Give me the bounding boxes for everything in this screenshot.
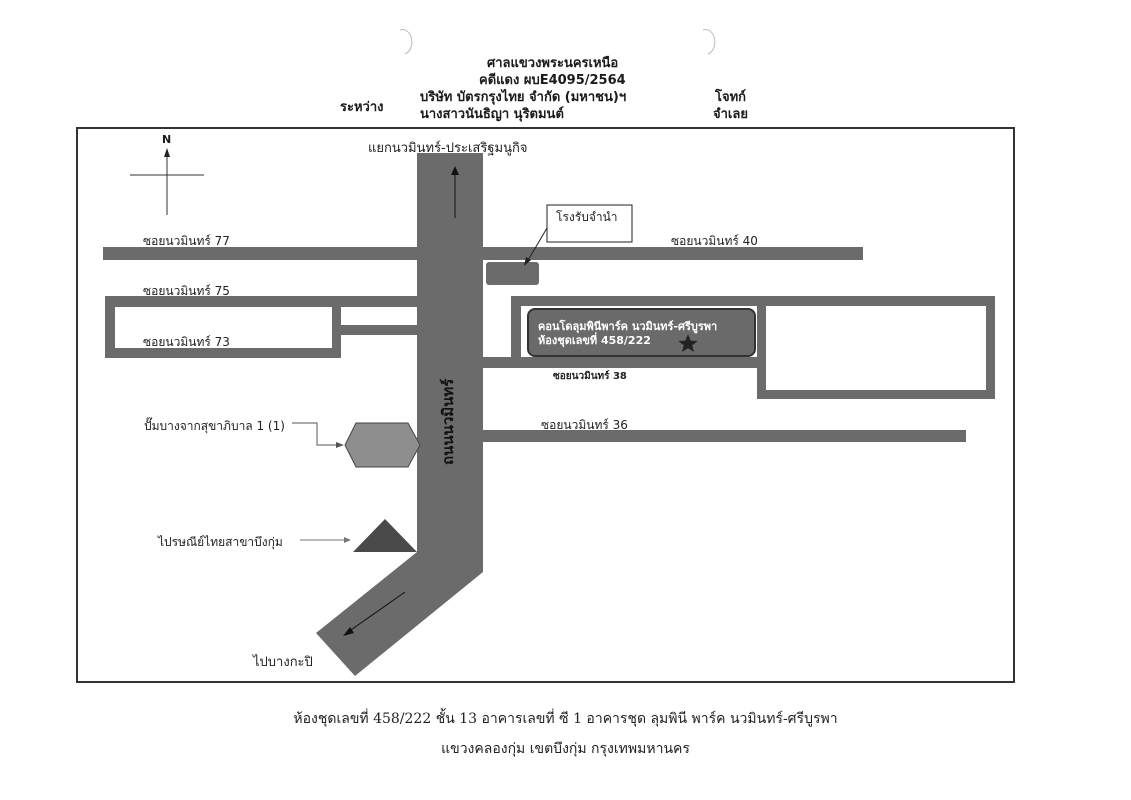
address-line-1: ห้องชุดเลขที่ 458/222 ชั้น 13 อาคารเลขที… [293, 711, 838, 727]
road-soi-73 [105, 348, 341, 358]
road-loop-inner [332, 307, 341, 358]
road-loop-right-inner [757, 306, 766, 398]
pawnshop-pointer [526, 227, 548, 263]
soi-40-label: ซอยนวมินทร์ 40 [671, 234, 758, 248]
binder-hole-left [399, 29, 413, 55]
arrow-sw-line [347, 591, 406, 633]
post-pointer-head [344, 537, 351, 543]
pawnshop-pointer-head [524, 257, 531, 266]
post-office-icon [353, 519, 417, 552]
gas-pointer-head [336, 442, 344, 448]
condo-name: คอนโดลุมพินีพาร์ค นวมินทร์-ศรีบูรพา [538, 320, 718, 333]
post-office-label: ไปรษณีย์ไทยสาขาบึงกุ่ม [158, 535, 283, 549]
road-connector [341, 325, 418, 335]
map-frame [76, 127, 1015, 683]
junction-label: แยกนวมินทร์-ประเสริฐมนูกิจ [368, 141, 528, 156]
arrow-sw-head [343, 627, 354, 636]
road-soi-38 [483, 357, 759, 368]
condo-box [527, 308, 756, 357]
road-loop-left [105, 296, 115, 358]
between-label: ระหว่าง [340, 100, 384, 115]
soi-77-label: ซอยนวมินทร์ 77 [143, 234, 230, 248]
north-label: N [162, 133, 172, 146]
road-soi-75 [105, 296, 418, 307]
pawnshop-building [486, 262, 539, 285]
plaintiff-name: บริษัท บัตรกรุงไทย จำกัด (มหาชน)ฯ [420, 90, 627, 105]
defendant-name: นางสาวนันธิญา นุริตมนต์ [420, 107, 564, 122]
pawnshop-callout [546, 204, 633, 243]
compass-arrow [164, 148, 170, 157]
soi-36-label: ซอยนวมินทร์ 36 [541, 418, 628, 432]
road-loop-bottom [757, 390, 995, 399]
gas-pointer [292, 422, 340, 446]
road-condo-left [511, 296, 521, 358]
main-road-navamin [417, 153, 483, 558]
pawnshop-label: โรงรับจำนำ [556, 210, 618, 224]
arrow-north-head [451, 166, 459, 175]
court-name: ศาลแขวงพระนครเหนือ [487, 56, 619, 71]
road-loop-right [986, 296, 995, 399]
condo-star-icon [678, 334, 698, 352]
road-condo-top [511, 296, 995, 306]
condo-unit: ห้องชุดเลขที่ 458/222 [538, 334, 651, 347]
road-soi-40 [483, 247, 863, 260]
to-bangkapi-label: ไปบางกะปิ [253, 655, 313, 670]
gas-station-icon [344, 422, 421, 468]
main-road-label: ถนนนวมินทร์ [439, 378, 457, 465]
binder-hole-right [702, 29, 716, 55]
soi-73-label: ซอยนวมินทร์ 73 [143, 335, 230, 349]
soi-75-label: ซอยนวมินทร์ 75 [143, 284, 230, 298]
defendant-label: จำเลย [713, 107, 748, 122]
road-diagonal [316, 552, 483, 676]
address-line-2: แขวงคลองกุ่ม เขตบึงกุ่ม กรุงเทพมหานคร [441, 741, 690, 757]
gas-station-label: ปั๊มบางจากสุขาภิบาล 1 (1) [144, 419, 285, 433]
plaintiff-label: โจทก์ [715, 90, 747, 105]
case-number: คดีแดง ผบE4095/2564 [479, 73, 626, 88]
road-soi-77 [103, 247, 417, 260]
road-soi-36 [483, 430, 966, 442]
soi-38-label: ซอยนวมินทร์ 38 [553, 371, 627, 382]
